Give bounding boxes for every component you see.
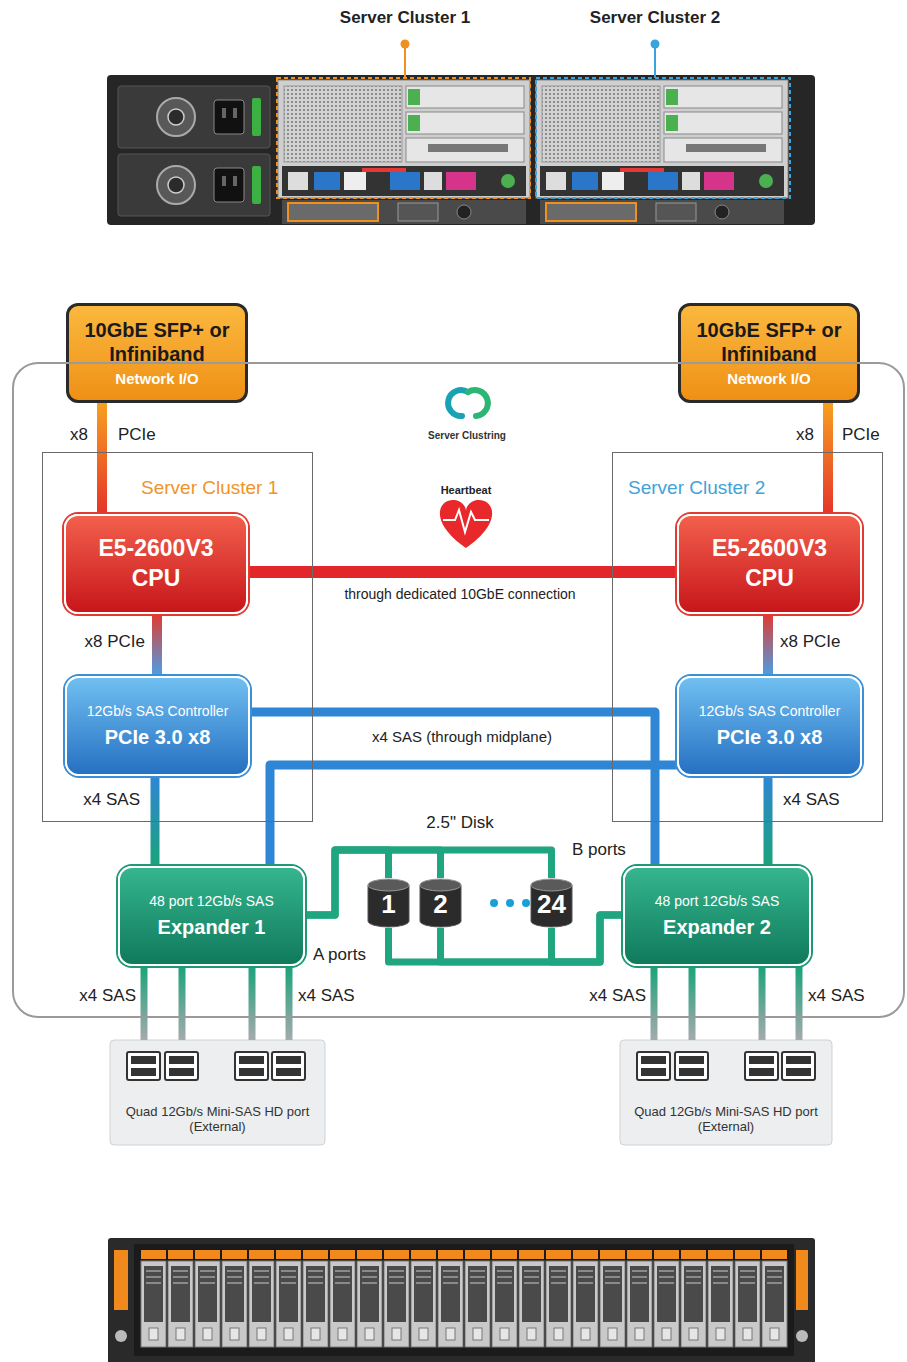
disk-number: 24 (537, 891, 566, 917)
controller-name: 12Gb/s SAS Controller (87, 703, 229, 720)
photo-callout: Server Cluster 2 (590, 8, 720, 28)
port-description: Quad 12Gb/s Mini-SAS HD port (External) (626, 1104, 826, 1135)
lane-width: x8 (796, 425, 814, 445)
lane-width: x8 (70, 425, 88, 445)
link-label: x4 SAS (783, 790, 840, 810)
cluster-logo (448, 390, 488, 416)
interface-name: 10GbE SFP+ or Infiniband (689, 318, 849, 366)
power-supply (118, 154, 270, 216)
power-supply (118, 86, 270, 148)
link-label: x4 SAS (through midplane) (369, 728, 555, 746)
link-line (763, 614, 773, 676)
external-port-panel: Quad 12Gb/s Mini-SAS HD port (External) (620, 1040, 832, 1145)
link-label: x4 SAS (808, 986, 865, 1006)
port-description: Quad 12Gb/s Mini-SAS HD port (External) (116, 1104, 319, 1135)
network-io-box: 10GbE SFP+ or InfinibandNetwork I/O (66, 303, 248, 403)
link-label: x8 PCIe (85, 632, 145, 652)
icon-caption: Heartbeat (441, 484, 492, 497)
interface-name: 10GbE SFP+ or Infiniband (77, 318, 237, 366)
sas-expander-box: 48 port 12Gb/s SAS Expander 1 (118, 866, 305, 966)
server-module (278, 80, 530, 224)
external-port-panel: Quad 12Gb/s Mini-SAS HD port (External) (110, 1040, 325, 1145)
photo-callout: Server Cluster 1 (340, 8, 470, 28)
sas-controller-box: 12Gb/s SAS ControllerPCIe 3.0 x8 (65, 676, 250, 776)
expander-name: Expander 2 (663, 915, 771, 939)
link-line (654, 966, 799, 1040)
rear-photo (107, 40, 815, 226)
cluster-heading: Server Cluster 2 (628, 477, 765, 500)
chassis-outline: Server ClustringServer Cluster 1 E5-2600V… (12, 362, 905, 1018)
disk-drive: 24 (530, 878, 573, 928)
disk-drive: 2 (419, 878, 462, 928)
server-node-box: Server Cluster 2 E5-2600V3 CPU 12Gb/s SAS … (612, 452, 883, 822)
disk-number: 2 (433, 891, 447, 917)
cpu-box: E5-2600V3 CPU (64, 514, 248, 614)
link-label: through dedicated 10GbE connection (341, 586, 578, 603)
bus-name: PCIe (118, 425, 156, 445)
link-label: x8 PCIe (780, 632, 840, 652)
cpu-name: E5-2600V3 CPU (91, 534, 221, 594)
sas-controller-box: 12Gb/s SAS ControllerPCIe 3.0 x8 (677, 676, 862, 776)
group-label: 2.5" Disk (426, 813, 493, 833)
link-line (823, 403, 833, 514)
leader-line (404, 44, 406, 78)
link-line (250, 712, 655, 866)
cluster-bracket (277, 78, 530, 198)
port-label: B ports (572, 840, 626, 860)
bus-spec: PCIe 3.0 x8 (717, 725, 823, 749)
box-subtitle: Network I/O (115, 370, 198, 388)
bus-name: PCIe (842, 425, 880, 445)
link-label: x4 SAS (589, 986, 646, 1006)
external-port-panel-art (110, 1040, 832, 1145)
server-node-box: Server Cluster 1 E5-2600V3 CPU 12Gb/s SAS … (42, 452, 313, 822)
cpu-name: E5-2600V3 CPU (705, 534, 835, 594)
box-subtitle: Network I/O (727, 370, 810, 388)
leader-dot (401, 40, 410, 49)
logo-caption: Server Clustring (428, 430, 506, 442)
expander-spec: 48 port 12Gb/s SAS (655, 893, 780, 910)
server-module (536, 80, 788, 224)
bus-spec: PCIe 3.0 x8 (105, 725, 211, 749)
link-line (151, 776, 160, 866)
port-label: A ports (313, 945, 366, 965)
link-line (144, 966, 289, 1040)
leader-dot (651, 40, 660, 49)
link-line (97, 403, 107, 514)
network-io-box: 10GbE SFP+ or InfinibandNetwork I/O (678, 303, 860, 403)
link-label: x4 SAS (298, 986, 355, 1006)
cluster-heading: Server Cluster 1 (141, 477, 278, 500)
link-label: x4 SAS (79, 986, 136, 1006)
link-line (152, 614, 162, 676)
link-line (764, 776, 773, 866)
cluster-bracket (536, 78, 790, 198)
link-label: x4 SAS (83, 790, 140, 810)
expander-name: Expander 1 (158, 915, 266, 939)
sas-expander-box: 48 port 12Gb/s SAS Expander 2 (623, 866, 811, 966)
disk-drive: 1 (367, 878, 410, 928)
heartbeat-icon (440, 500, 492, 548)
controller-name: 12Gb/s SAS Controller (699, 703, 841, 720)
ellipsis-dots (490, 899, 530, 907)
disk-number: 1 (381, 891, 395, 917)
cpu-box: E5-2600V3 CPU (677, 514, 862, 614)
front-photo (108, 1238, 815, 1362)
expander-spec: 48 port 12Gb/s SAS (149, 893, 274, 910)
leader-line (654, 44, 656, 78)
